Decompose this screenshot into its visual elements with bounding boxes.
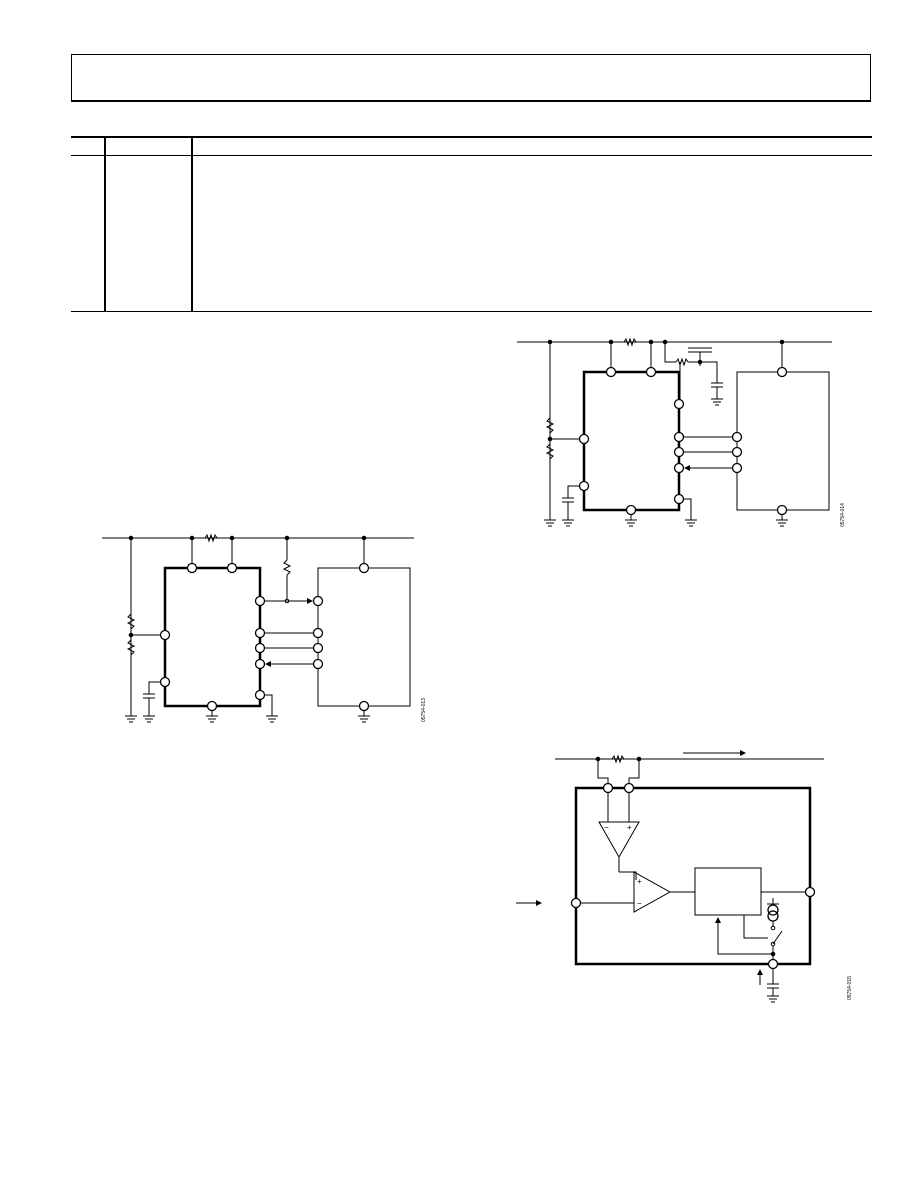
page-header-box [71,54,871,102]
amp-polarity-marks: − + + − [604,823,642,908]
svg-text:+: + [627,823,632,832]
svg-text:−: − [637,899,642,908]
block-diagram-current-sense [516,750,824,1003]
svg-text:−: − [604,823,609,832]
table-bottom-rule [71,311,872,312]
figure-id-05754-014: 05754-014 [840,503,846,527]
figure-id-05754-015: 05754-015 [847,976,853,1000]
svg-text:+: + [637,877,642,886]
table-col-divider-2 [191,136,193,312]
schematic-hotswap-basic [102,533,414,723]
table-top-rule [71,136,872,138]
table-header-rule [71,155,872,156]
figure-id-05754-013: 05754-013 [421,698,427,722]
table-col-divider-1 [104,136,106,312]
schematic-hotswap-fet [517,337,832,527]
